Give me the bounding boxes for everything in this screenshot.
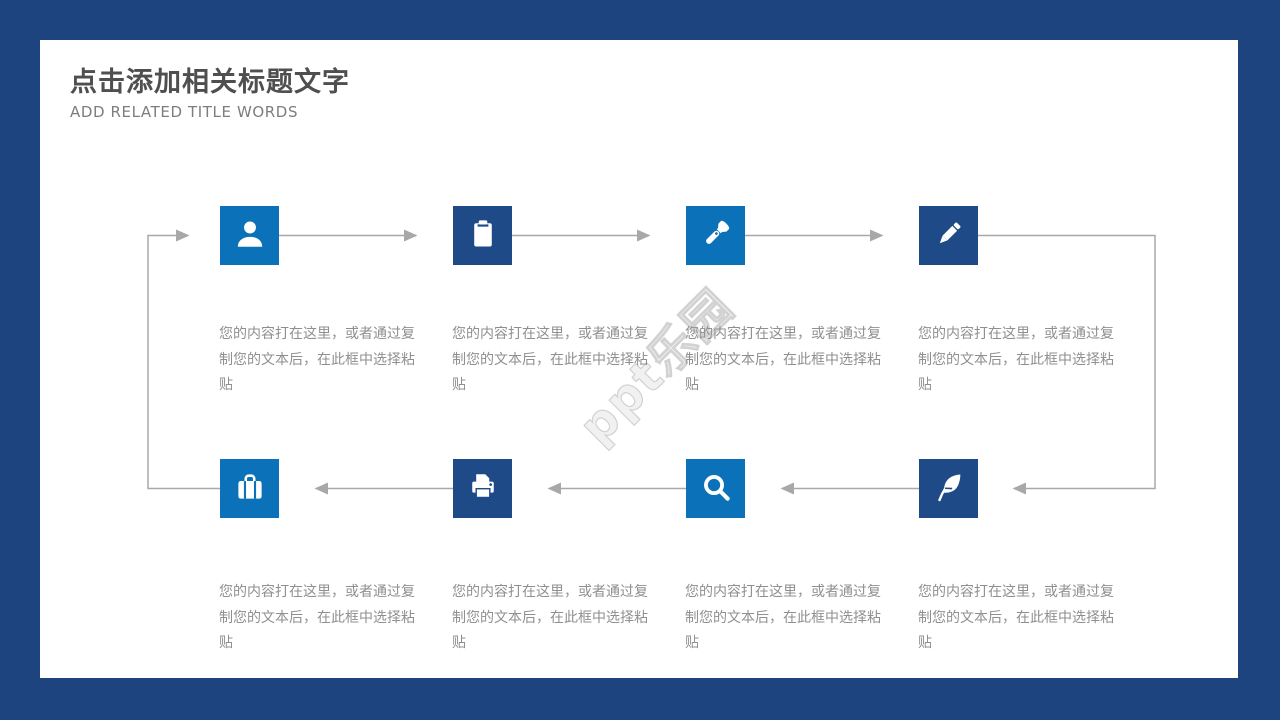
feather-icon (932, 470, 966, 508)
step-description: 您的内容打在这里，或者通过复制您的文本后，在此框中选择粘贴 (685, 326, 881, 393)
step-tile-flashlight (686, 206, 745, 265)
step-description: 您的内容打在这里，或者通过复制您的文本后，在此框中选择粘贴 (219, 326, 415, 393)
connector-loop-left (147, 229, 220, 490)
step-tile-user (220, 206, 279, 265)
title-block: 点击添加相关标题文字 ADD RELATED TITLE WORDS (70, 60, 350, 121)
step-description: 您的内容打在这里，或者通过复制您的文本后，在此框中选择粘贴 (918, 326, 1114, 393)
suitcase-icon (233, 470, 267, 508)
step-description: 您的内容打在这里，或者通过复制您的文本后，在此框中选择粘贴 (918, 584, 1114, 651)
step-tile-pencil (919, 206, 978, 265)
clipboard-icon (466, 217, 500, 255)
page-subtitle: ADD RELATED TITLE WORDS (70, 103, 299, 121)
step-tile-feather (919, 459, 978, 518)
step-tile-printer (453, 459, 512, 518)
step-tile-clipboard (453, 206, 512, 265)
search-icon (699, 470, 733, 508)
page-title: 点击添加相关标题文字 (70, 67, 350, 98)
step-description: 您的内容打在这里，或者通过复制您的文本后，在此框中选择粘贴 (452, 584, 648, 651)
step-description: 您的内容打在这里，或者通过复制您的文本后，在此框中选择粘贴 (219, 584, 415, 651)
pencil-icon (932, 217, 966, 255)
slide: 点击添加相关标题文字 ADD RELATED TITLE WORDS ppt乐园 (40, 40, 1238, 678)
step-description: 您的内容打在这里，或者通过复制您的文本后，在此框中选择粘贴 (685, 584, 881, 651)
step-tile-suitcase (220, 459, 279, 518)
flashlight-icon (699, 217, 733, 255)
step-description: 您的内容打在这里，或者通过复制您的文本后，在此框中选择粘贴 (452, 326, 648, 393)
user-icon (233, 217, 267, 255)
printer-icon (466, 470, 500, 508)
step-tile-search (686, 459, 745, 518)
